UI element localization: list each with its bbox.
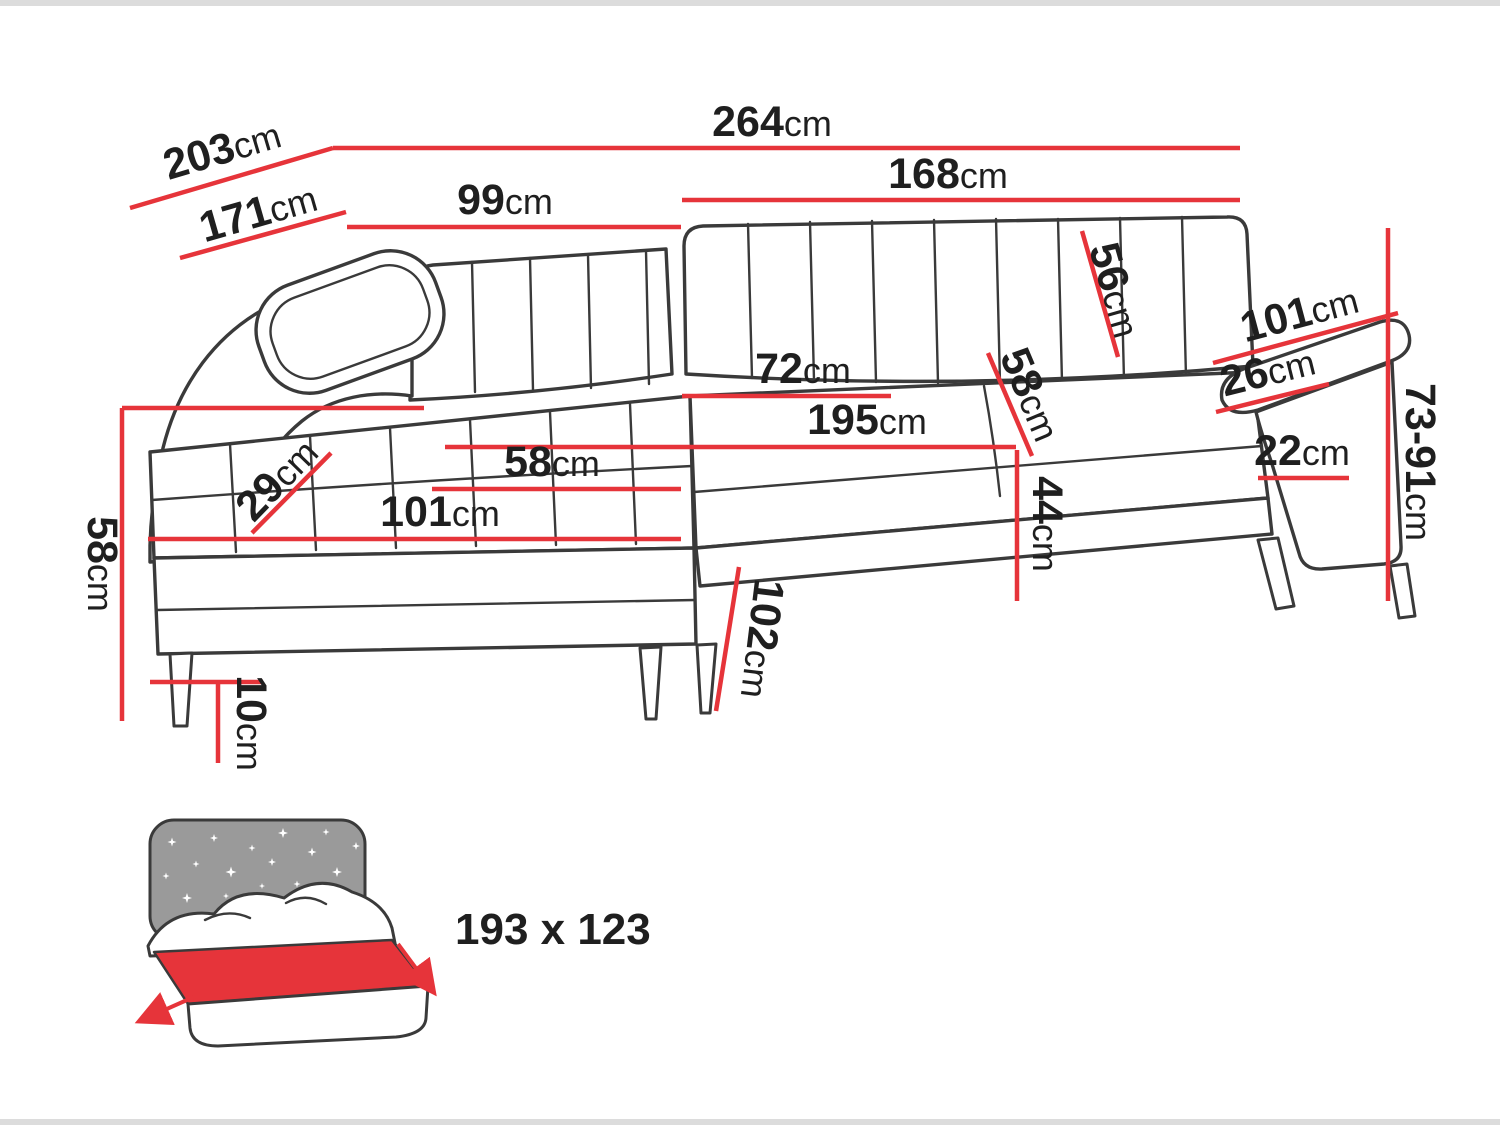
dim-seat-depth-label: 72cm [755,345,851,393]
dimension-side-height: 58cm [78,405,424,721]
dim-overall-width-label: 264cm [712,98,832,146]
main-seat-front-face [694,496,1274,588]
leg-chaise-right [638,645,663,721]
armrest-right-body [1254,360,1403,571]
dim-back-left-width-label: 99cm [457,176,553,224]
dimension-line [119,405,424,721]
dim-armrest-shelf-label: 22cm [1254,427,1350,475]
dimension-seat-height: 44cm [1014,450,1071,601]
dim-armrest-top-width-label: 26cm [1215,337,1320,407]
dim-side-height-label: 58cm [78,516,126,612]
dim-overall-height-range-label: 73-91cm [1396,383,1444,541]
chaise-quilting [150,402,694,554]
sofa-bed-icon: 193 x 123 [134,818,651,1048]
bed-base [186,984,430,1048]
sofa-outline [148,215,1417,728]
dimension-back-left-width: 99cm [347,176,681,230]
backrest-left-tufting [470,249,651,394]
dimension-overall-height-range: 73-91cm [1385,228,1444,601]
dimension-line [1215,381,1330,415]
dim-seat-width-label: 195cm [807,396,927,444]
dimension-line [1079,230,1121,358]
dimension-line [250,451,333,535]
blanket [146,881,398,958]
top-border [0,0,1500,6]
leg-rear-right [1388,562,1417,620]
dimension-armrest-length: 101cm [1212,275,1399,366]
dim-seat-height-label: 44cm [1023,476,1071,572]
leg-front-right [1256,536,1296,611]
leg-middle [695,642,718,715]
depth-arrow-icon [396,942,437,997]
dimension-chaise-length: 101cm [148,488,681,542]
dim-chaise-depth-label: 102cm [731,576,793,701]
main-seat-seams [692,384,1264,498]
dimension-overall-width: 264cm [333,98,1240,151]
dimension-line [985,352,1035,457]
backrest-right [682,215,1255,384]
dimension-seat-width: 195cm [445,396,1016,450]
width-arrow-icon [134,992,197,1026]
dimension-annotations: 264cm 203cm 171cm 99cm 168cm 56cm 101cm [78,98,1444,771]
dimension-line [179,209,347,261]
dim-back-right-width-label: 168cm [888,150,1008,198]
dim-chaise-width-label: 58cm [504,438,600,486]
dimension-line [150,679,263,763]
headrest-outer [254,249,446,395]
dim-chaise-length-label: 101cm [380,488,500,536]
dimension-seat-depth: 72cm [682,345,891,399]
dimension-line [713,566,742,712]
dimension-chaise-width: 58cm [432,438,681,492]
dimension-armrest-top-width: 26cm [1215,337,1330,415]
sleeping-area-label: 193 x 123 [455,905,651,954]
chaise-front-seam [155,598,697,612]
backrest-right-tufting [746,215,1188,385]
dimension-armrest-shelf: 22cm [1254,427,1350,481]
blanket-folds [203,896,328,922]
dimension-chaise-depth: 102cm [713,566,793,712]
armrest-right-top [1219,318,1412,415]
dimension-line [1212,310,1399,366]
headrest-inner-seam [269,264,431,380]
leg-front-left [168,651,194,728]
dimension-back-right-width: 168cm [682,150,1240,203]
bottom-border [0,1119,1500,1125]
dim-armrest-length-label: 101cm [1235,275,1363,352]
dimension-line [129,145,334,211]
dim-leg-height-label: 10cm [227,675,275,771]
backrest-left [408,247,674,402]
headrest-pillow [254,249,446,395]
dimension-leg-height: 10cm [150,675,275,771]
